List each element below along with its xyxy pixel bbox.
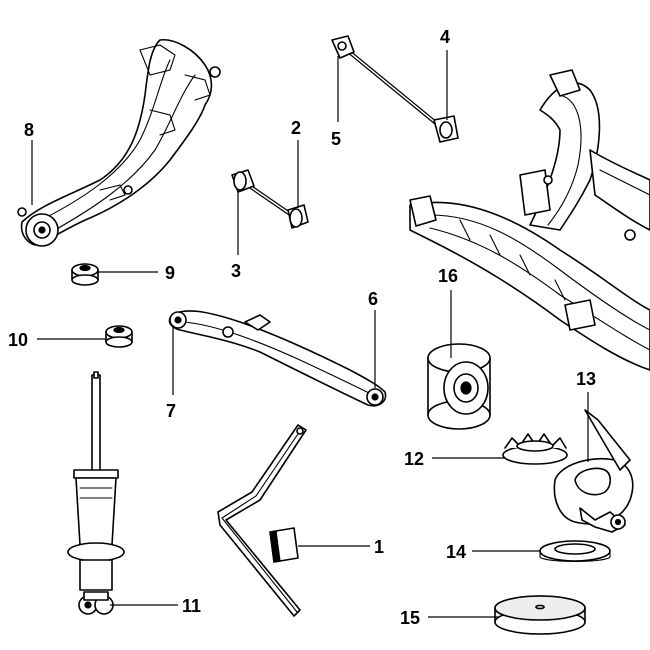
callout-9: 9: [165, 263, 175, 283]
callout-16: 16: [438, 266, 458, 286]
callout-10: 10: [8, 330, 28, 350]
callout-2: 2: [291, 118, 301, 138]
subframe-crossmember: [409, 69, 650, 371]
part-4-5-toe-link: [331, 35, 459, 143]
part-13-diff-mount: [553, 409, 634, 533]
callout-11: 11: [182, 596, 201, 616]
callout-4: 4: [440, 27, 450, 47]
callout-15: 15: [400, 608, 420, 628]
part-8-trailing-arm: [17, 39, 221, 247]
leader-lines: [31, 50, 589, 618]
part-11-shock-absorber: [67, 371, 125, 615]
part-6-7-control-arm: [168, 310, 387, 407]
callout-6: 6: [368, 289, 378, 309]
callout-3: 3: [231, 261, 241, 281]
part-2-3-stabilizer-link: [231, 169, 309, 229]
callout-12: 12: [404, 449, 424, 469]
callout-14: 14: [446, 542, 466, 562]
callout-5: 5: [331, 129, 341, 149]
callout-8: 8: [24, 120, 34, 140]
part-12-jounce-bumper: [502, 433, 568, 465]
part-9-bushing: [71, 263, 99, 286]
part-15-pad: [494, 595, 586, 635]
part-1-stabilizer-bar: [217, 424, 307, 617]
callout-13: 13: [576, 369, 596, 389]
callout-1: 1: [374, 537, 384, 557]
callout-numbers: 8 9 10 2 3 5 4 6 7 16 12 13 14 15 11 1: [8, 27, 596, 628]
callout-7: 7: [166, 401, 176, 421]
part-10-bushing: [105, 325, 133, 348]
part-16-bushing: [427, 343, 491, 430]
part-14-seal: [539, 540, 611, 562]
